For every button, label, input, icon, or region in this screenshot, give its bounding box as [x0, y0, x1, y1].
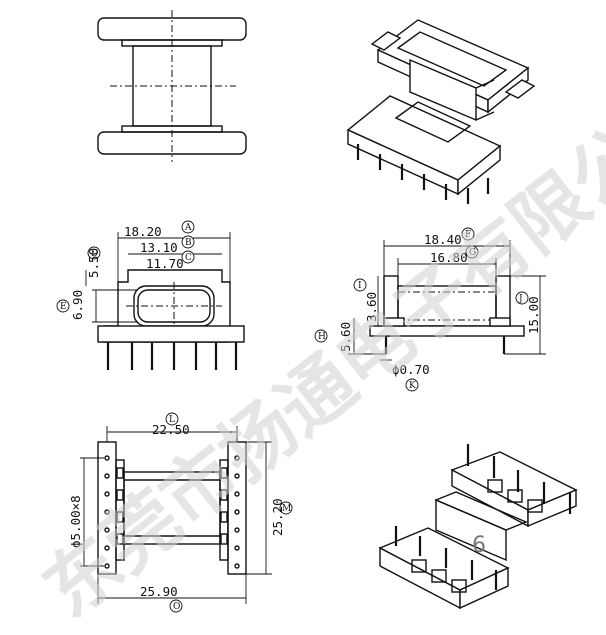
dim-k-text: ϕ0.70 — [392, 362, 430, 377]
callout-c-label: C — [185, 253, 192, 263]
callout-i-circle — [353, 278, 367, 292]
dim-n-text: ϕ5.00×8 — [68, 495, 83, 548]
callout-g-label: G — [469, 248, 476, 258]
callout-f-label: F — [465, 230, 471, 240]
callout-g-circle — [465, 245, 479, 259]
callout-d-circle — [87, 246, 101, 260]
callout-o-label: O — [173, 602, 180, 612]
callout-h-circle — [314, 329, 328, 343]
dim-a-text: 18.20 — [124, 224, 162, 239]
callout-b-label: B — [185, 238, 192, 248]
isometric-view-lower — [378, 444, 578, 610]
top-view — [97, 10, 247, 162]
dim-j-text: 15.00 — [526, 296, 541, 334]
callout-e-label: E — [60, 302, 67, 312]
callout-e-circle — [56, 299, 70, 313]
callout-h-label: H — [318, 332, 326, 342]
dim-h-text: 5.60 — [338, 322, 353, 352]
front-view — [85, 232, 245, 370]
callout-m-label: M — [282, 504, 291, 514]
dim-f-text: 18.40 — [424, 232, 462, 247]
dim-l-text: 22.50 — [152, 422, 190, 437]
side-view — [348, 240, 546, 361]
dim-i-text: 3.60 — [364, 292, 379, 322]
dim-g-text: 16.80 — [430, 250, 468, 265]
callout-j-label: J — [518, 294, 523, 304]
callout-k-circle — [405, 378, 419, 392]
callout-a-label: A — [184, 223, 192, 233]
callout-b-circle — [181, 235, 195, 249]
callout-o-circle — [169, 599, 183, 613]
callout-m-circle — [279, 501, 293, 515]
page-number: 6 — [472, 533, 486, 558]
dim-d-text: 5.50 — [86, 248, 101, 278]
callout-l-label: L — [169, 415, 175, 425]
callout-k-label: K — [409, 381, 416, 391]
dim-m-text: 25.20 — [270, 498, 285, 536]
callout-d-label: D — [91, 249, 98, 259]
dim-b-text: 13.10 — [140, 240, 178, 255]
callout-c-circle — [181, 250, 195, 264]
callout-f-circle — [461, 227, 475, 241]
callout-l-circle — [165, 412, 179, 426]
bottom-view — [80, 426, 272, 604]
dim-o-text: 25.90 — [140, 584, 178, 599]
dim-c-text: 11.70 — [146, 256, 184, 271]
callout-i-label: I — [358, 281, 362, 291]
isometric-view-upper — [346, 19, 536, 204]
callout-j-circle — [515, 291, 529, 305]
dim-e-text: 6.90 — [70, 290, 85, 320]
callout-a-circle — [181, 220, 195, 234]
